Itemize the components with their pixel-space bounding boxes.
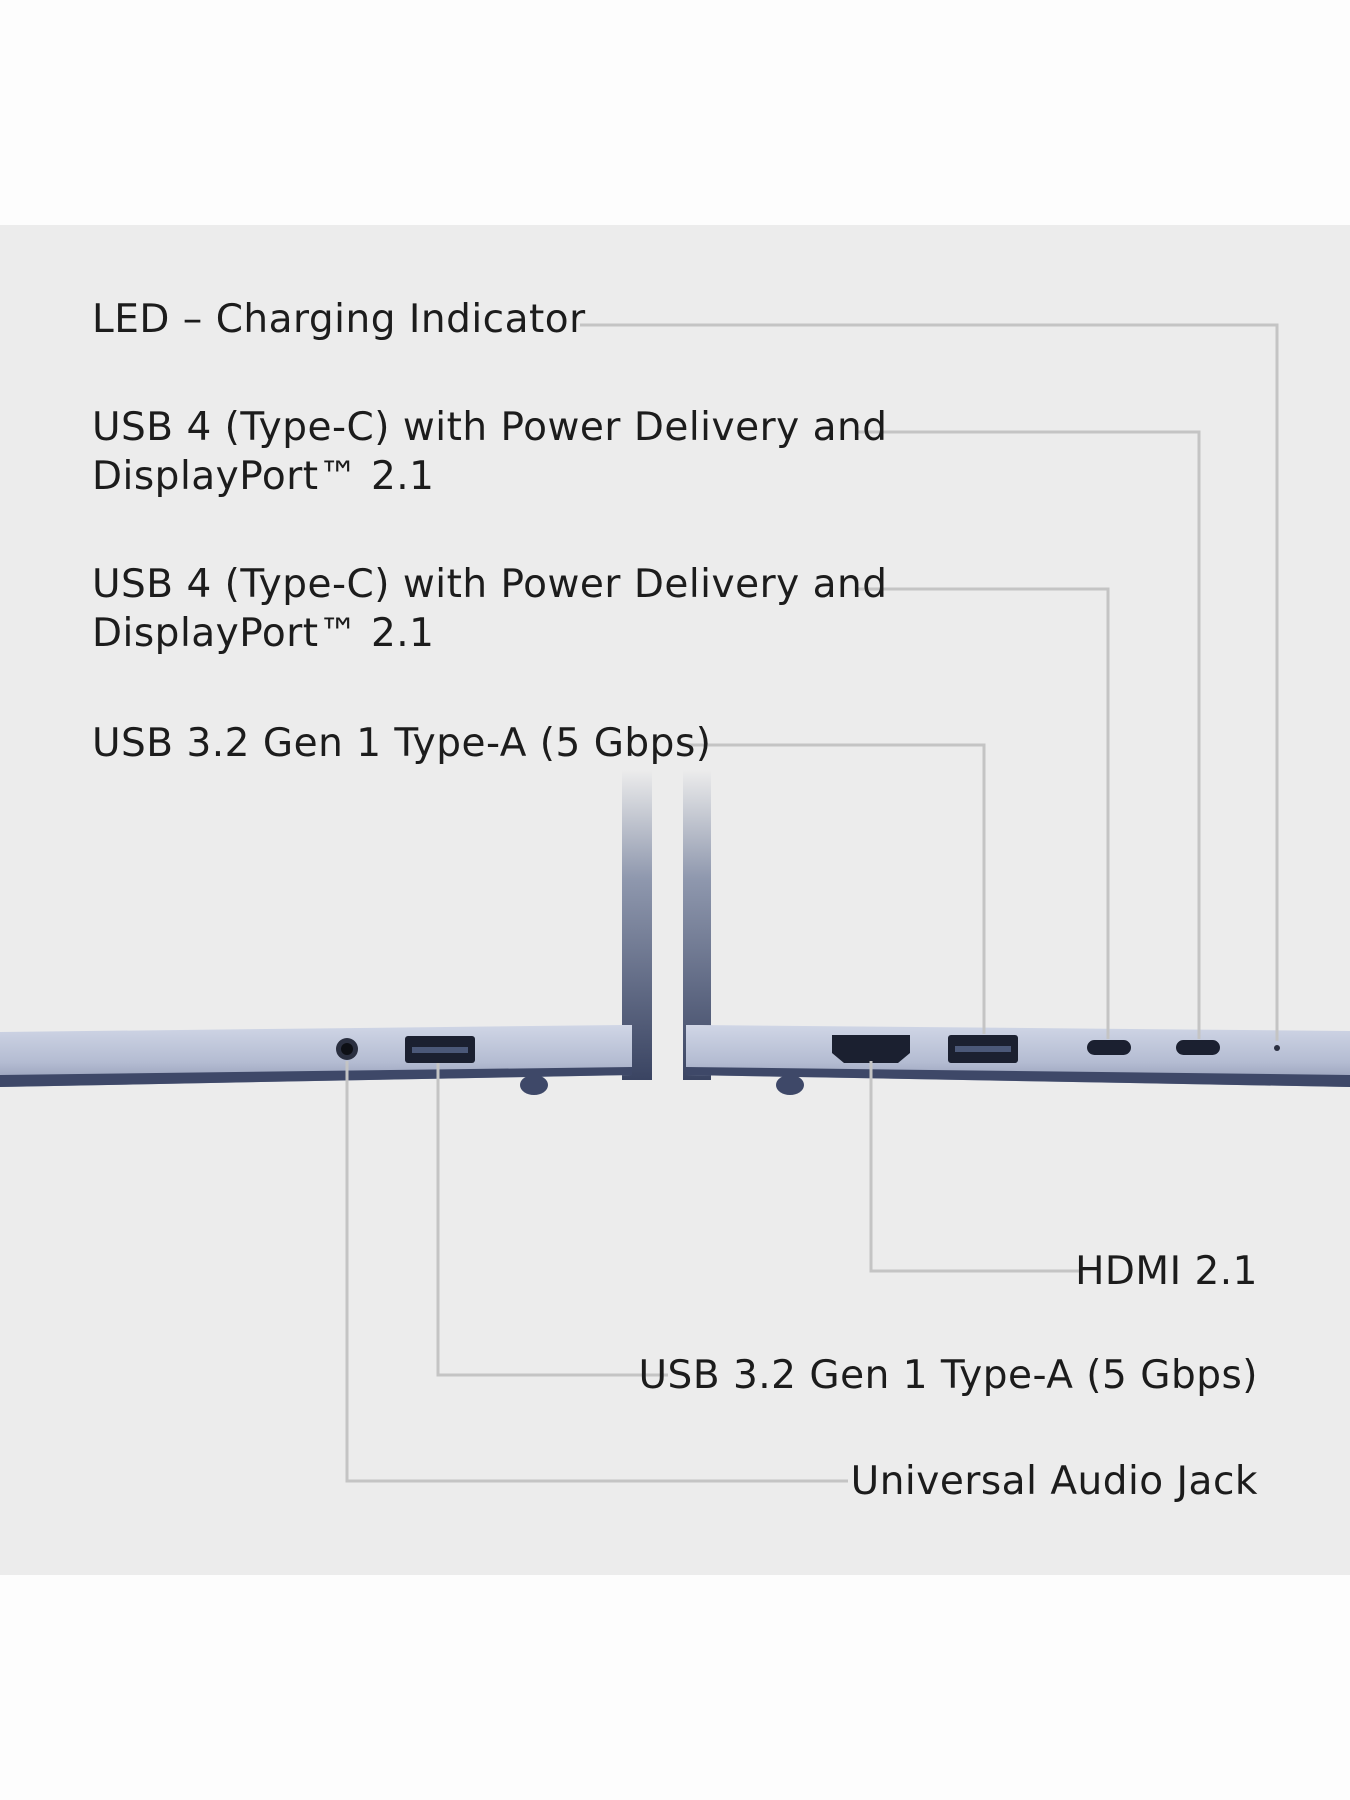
leader-usb-a-right bbox=[686, 743, 986, 1034]
left-laptop-foot bbox=[520, 1075, 548, 1095]
label-led-charging-indicator: LED – Charging Indicator bbox=[92, 297, 586, 342]
hdmi-port bbox=[832, 1035, 910, 1063]
label-universal-audio-jack: Universal Audio Jack bbox=[850, 1459, 1258, 1504]
right-laptop-foot bbox=[776, 1075, 804, 1095]
label-usb4-port-2-line1: USB 4 (Type-C) with Power Delivery and bbox=[92, 562, 888, 607]
laptop-side-views bbox=[0, 323, 1350, 1483]
leader-usb4-b bbox=[856, 587, 1110, 1039]
ports-diagram-panel: LED – Charging Indicator USB 4 (Type-C) … bbox=[0, 225, 1350, 1575]
leader-led bbox=[580, 323, 1279, 1041]
usb-c-port-2 bbox=[1176, 1040, 1220, 1055]
right-laptop bbox=[683, 770, 1350, 1095]
label-hdmi: HDMI 2.1 bbox=[1075, 1249, 1258, 1294]
leader-usb-a-left bbox=[436, 1063, 668, 1377]
label-usb-a-left: USB 3.2 Gen 1 Type-A (5 Gbps) bbox=[638, 1353, 1258, 1398]
label-usb4-port-1: USB 4 (Type-C) with Power Delivery and D… bbox=[92, 403, 887, 501]
label-usb4-port-1-line2: DisplayPort™ 2.1 bbox=[92, 454, 435, 499]
label-usb-a-right: USB 3.2 Gen 1 Type-A (5 Gbps) bbox=[92, 721, 712, 766]
leader-audio bbox=[345, 1061, 848, 1483]
label-usb4-port-1-line1: USB 4 (Type-C) with Power Delivery and bbox=[92, 405, 888, 450]
led-indicator bbox=[1274, 1045, 1280, 1051]
label-usb4-port-2: USB 4 (Type-C) with Power Delivery and D… bbox=[92, 560, 887, 658]
leader-hdmi bbox=[869, 1061, 1082, 1273]
leader-usb4-a bbox=[856, 430, 1201, 1039]
left-laptop bbox=[0, 770, 652, 1095]
usb-c-port-1 bbox=[1087, 1040, 1131, 1055]
label-usb4-port-2-line2: DisplayPort™ 2.1 bbox=[92, 611, 435, 656]
leader-lines bbox=[345, 323, 1279, 1483]
